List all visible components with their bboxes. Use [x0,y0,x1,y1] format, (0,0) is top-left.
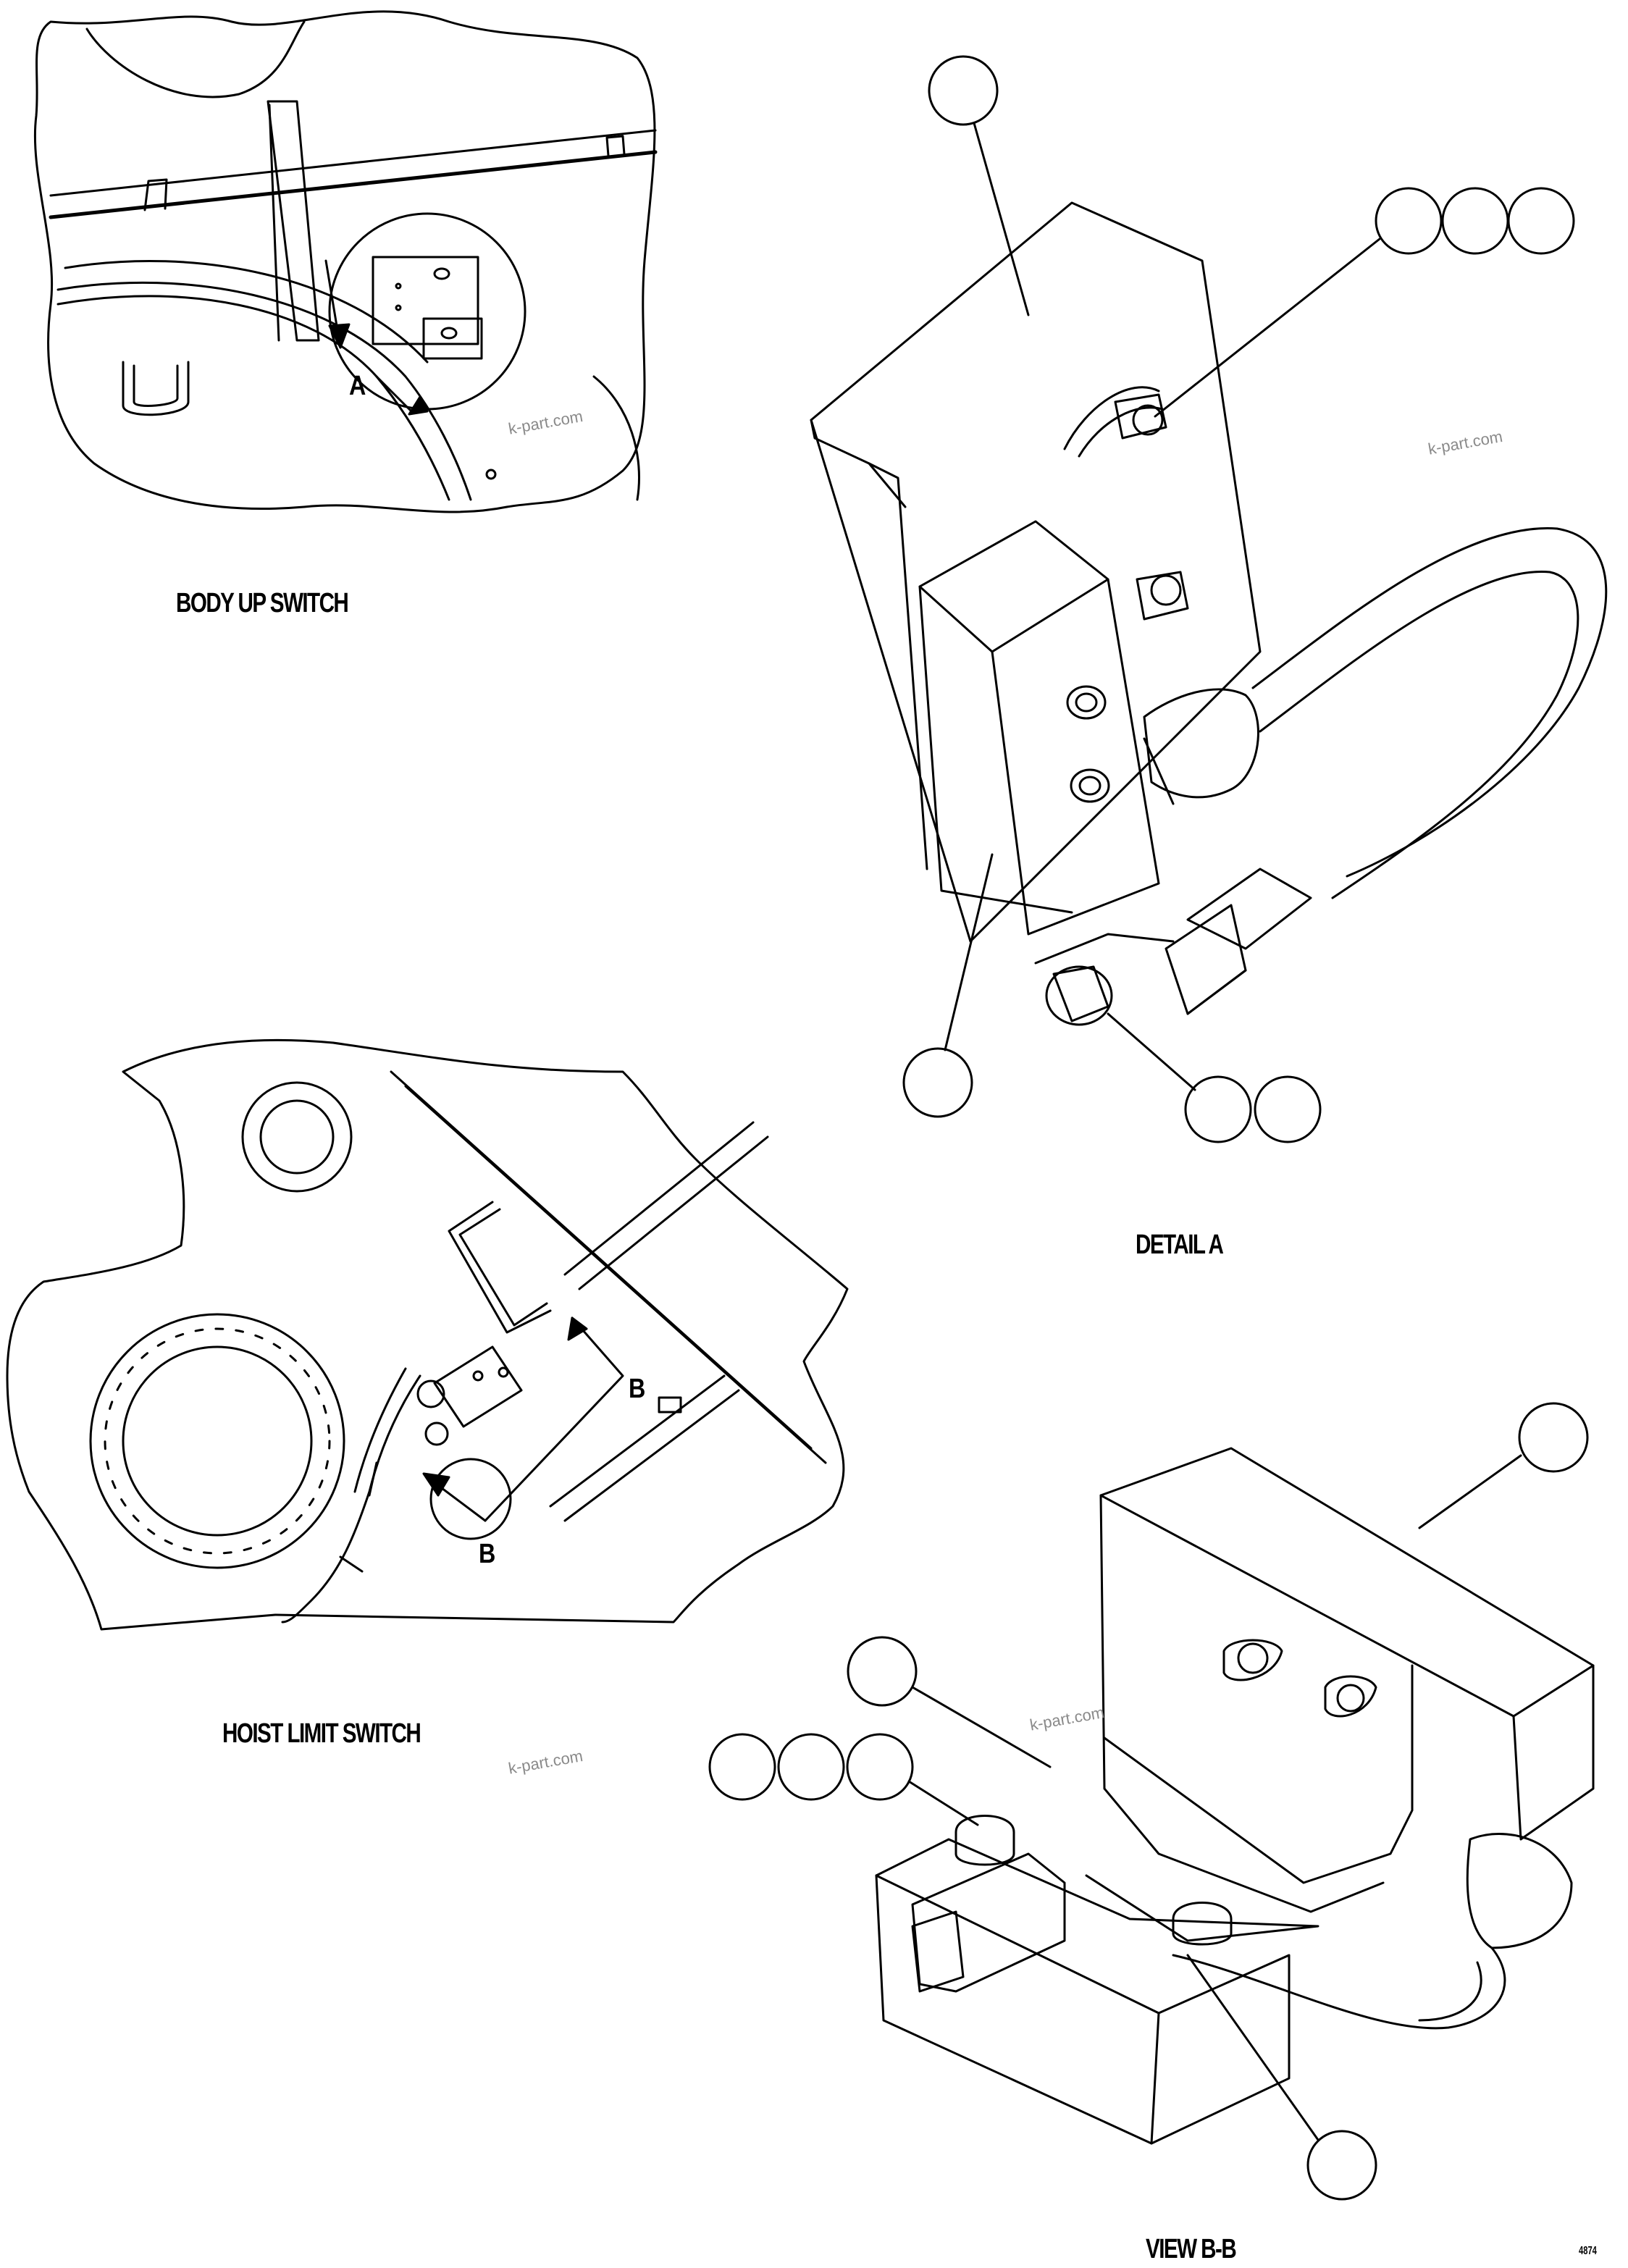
body-up-switch-view [33,10,658,513]
view-letter-b-top: B [629,1374,645,1404]
detail-a-caption: DETAIL A [1136,1230,1224,1260]
view-letter-b-bottom: B [479,1539,495,1569]
body-up-switch-caption: BODY UP SWITCH [176,588,349,618]
view-b-b-caption: VIEW B-B [1146,2234,1237,2264]
drawing-code: 4874 [1579,2245,1597,2257]
detail-a-view [810,55,1608,1143]
view-letter-a: A [349,371,366,401]
hoist-limit-switch-view [6,1038,849,1631]
hoist-limit-switch-caption: HOIST LIMIT SWITCH [222,1718,421,1749]
view-b-b-view [708,1402,1595,2201]
